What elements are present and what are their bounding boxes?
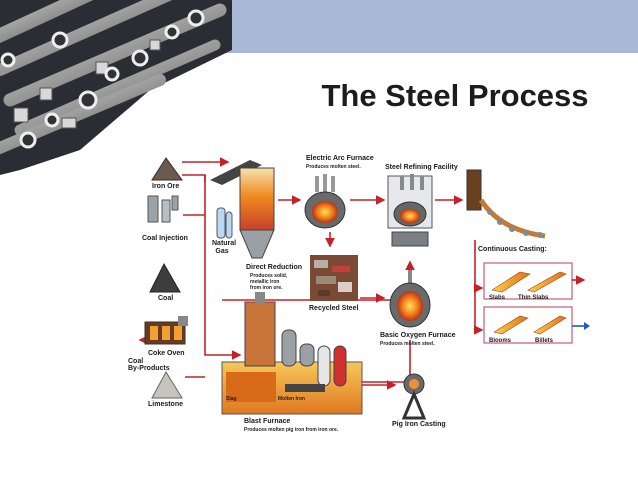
steel-pipes-image [0,0,232,175]
label-natural-gas: Natural Gas [212,240,237,256]
label-blast-furnace: Blast Furnace [244,418,291,425]
blast-furnace-desc: Produces molten pig iron from iron ore. [244,427,339,433]
label-direct-reduction: Direct Reduction [246,264,303,271]
label-billets: Billets [535,338,554,344]
electric-arc-furnace [304,174,346,229]
label-coal-by-products: Coal By-Products [128,358,170,372]
label-blooms: Blooms [489,338,512,344]
label-coal-injection: Coal Injection [142,235,188,242]
label-basic-oxygen-furnace: Basic Oxygen Furnace [380,332,456,339]
direct-reduction-desc-line2: metallic iron [250,279,280,285]
coal-pile [149,262,181,293]
label-natural-gas-line1: Natural [212,240,237,247]
natural-gas-tanks [216,207,233,239]
label-coal-by-products-line2: By-Products [128,365,170,372]
coal-injection-equipment [147,195,179,223]
label-pig-iron-casting: Pig Iron Casting [392,421,446,428]
label-iron-ore: Iron Ore [152,183,180,190]
label-coke-oven: Coke Oven [148,350,185,357]
direct-reduction-desc-line1: Produces solid, [250,273,288,279]
flow-lines [138,157,484,390]
label-thin-slabs: Thin Slabs [518,295,549,301]
electric-arc-furnace-desc: Produces molten steel. [306,164,361,170]
coke-oven [144,316,188,345]
pig-iron-casting [401,373,427,420]
continuous-casting-machine [466,169,546,239]
label-coal-by-products-line1: Coal [128,358,144,365]
label-slag: Slag [226,396,237,402]
iron-ore-pile [151,157,183,181]
basic-oxygen-furnace [389,270,431,328]
recycled-steel-image [310,255,358,301]
slide-title: The Steel Process [321,78,589,113]
label-recycled-steel: Recycled Steel [309,305,359,312]
direct-reduction-furnace [239,167,275,259]
label-continuous-casting: Continuous Casting: [478,246,547,253]
basic-oxygen-furnace-desc: Produces molten steel. [380,341,435,347]
conveyor [210,160,262,185]
limestone-pile [151,370,183,399]
label-molten-iron: Molten Iron [278,396,305,402]
label-slabs: Slabs [489,295,506,301]
label-natural-gas-line2: Gas [215,248,229,255]
label-coal: Coal [158,295,174,302]
steel-refining-facility [387,174,433,247]
title-band [220,0,638,53]
slabs-box [483,262,573,300]
direct-reduction-desc-line3: from iron ore. [250,285,283,291]
blast-furnace [221,292,363,415]
blooms-arrowhead [584,322,590,330]
label-limestone: Limestone [148,401,184,408]
label-steel-refining-facility: Steel Refining Facility [385,164,458,171]
label-electric-arc-furnace: Electric Arc Furnace [306,155,374,162]
blooms-box [483,306,573,344]
